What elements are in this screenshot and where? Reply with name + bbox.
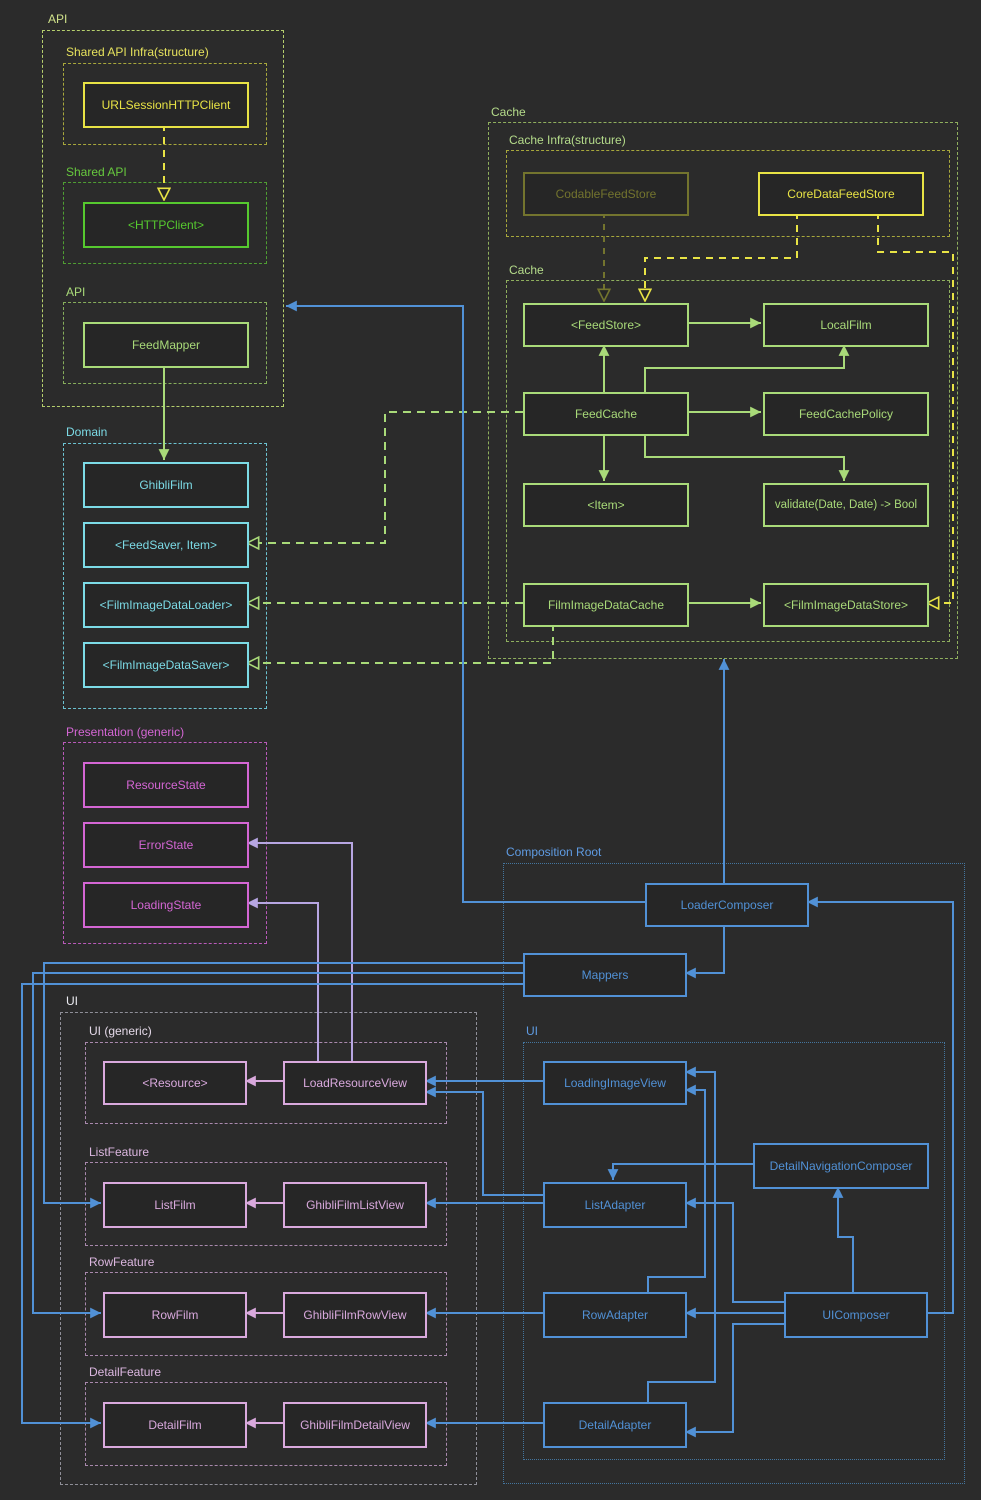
node-detailfilm: DetailFilm [103, 1402, 247, 1448]
edge-detailnavigationcomposer-listadapter [607, 1163, 753, 1180]
group-ui-generic [85, 1042, 447, 1124]
label-api-inner: API [66, 285, 86, 299]
node-localfilm: LocalFilm [763, 303, 929, 347]
node-filmimagedatastore: <FilmImageDataStore> [763, 583, 929, 627]
node-filmimagedatasaver: <FilmImageDataSaver> [83, 642, 249, 688]
group-ui-left [60, 1012, 477, 1485]
edge-mappers-detailfilm [21, 983, 523, 1429]
group-composition-root [503, 863, 965, 1484]
node-loadingimageview: LoadingImageView [543, 1061, 687, 1105]
node-httpclient: <HTTPClient> [83, 202, 249, 248]
node-resourcestate: ResourceState [83, 762, 249, 808]
edge-feedcache-feedsaver [247, 411, 523, 543]
label-domain: Domain [66, 425, 108, 439]
node-mappers: Mappers [523, 953, 687, 997]
label-shared-api: Shared API [66, 165, 127, 179]
edge-mappers-listfilm [43, 962, 523, 1209]
edge-filmimagedatacache-filmimagedatasaver [247, 623, 554, 663]
group-cache-inner [506, 280, 950, 642]
label-cache-inner: Cache [509, 263, 544, 277]
node-ghiblifilmrowview: GhibliFilmRowView [283, 1292, 427, 1338]
node-detailadapter: DetailAdapter [543, 1402, 687, 1448]
label-row-feature: RowFeature [89, 1255, 155, 1269]
node-item: <Item> [523, 483, 689, 527]
node-feedcache: FeedCache [523, 392, 689, 436]
edge-listadapter-loadresourceview [425, 1086, 543, 1196]
edge-mappers-rowfilm [32, 972, 523, 1319]
node-codablefeedstore: CodableFeedStore [523, 172, 689, 216]
node-feedcachepolicy: FeedCachePolicy [763, 392, 929, 436]
label-ui-right: UI [526, 1024, 538, 1038]
node-ghiblifilmlistview: GhibliFilmListView [283, 1182, 427, 1228]
label-shared-api-infra: Shared API Infra(structure) [66, 45, 209, 59]
edge-loadresourceview-errorstate [247, 837, 353, 1061]
label-composition-root: Composition Root [506, 845, 602, 859]
node-loadercomposer: LoaderComposer [645, 883, 809, 927]
group-ui-right [523, 1042, 945, 1460]
label-list-feature: ListFeature [89, 1145, 150, 1159]
label-api-outer: API [48, 12, 68, 26]
edge-loadercomposer-mappers [685, 923, 725, 979]
group-cache-outer [488, 122, 958, 659]
node-coredatafeedstore: CoreDataFeedStore [758, 172, 924, 216]
node-feedstore: <FeedStore> [523, 303, 689, 347]
edge-uicomposer-detailnavigationcomposer [832, 1187, 854, 1292]
edge-rowadapter-loadingimageview [647, 1084, 706, 1292]
label-ui-generic: UI (generic) [89, 1024, 152, 1038]
edge-loadercomposer-api [286, 300, 645, 903]
node-loadresourceview: LoadResourceView [283, 1061, 427, 1105]
node-urlsessionhttpclient: URLSessionHTTPClient [83, 82, 249, 128]
node-feedsaver: <FeedSaver, Item> [83, 522, 249, 568]
group-cache-infra [506, 150, 950, 237]
edge-feedcache-validate [644, 432, 850, 481]
label-cache-infra: Cache Infra(structure) [509, 133, 626, 147]
node-feedmapper: FeedMapper [83, 322, 249, 368]
edge-coredatafeedstore-feedstore [645, 212, 798, 301]
edge-uicomposer-detailadapter [685, 1323, 784, 1438]
node-errorstate: ErrorState [83, 822, 249, 868]
edge-detailadapter-loadingimageview [647, 1066, 716, 1402]
label-ui-left: UI [66, 994, 78, 1008]
node-filmimagedatacache: FilmImageDataCache [523, 583, 689, 627]
node-loadingstate: LoadingState [83, 882, 249, 928]
label-cache-outer: Cache [491, 105, 526, 119]
node-filmimagedataloader: <FilmImageDataLoader> [83, 582, 249, 628]
edge-uicomposer-loadercomposer [807, 896, 954, 1314]
node-listfilm: ListFilm [103, 1182, 247, 1228]
node-detailnavigationcomposer: DetailNavigationComposer [753, 1143, 929, 1189]
edge-uicomposer-listadapter [685, 1197, 784, 1303]
edge-loadresourceview-loadingstate [247, 897, 319, 1061]
node-uicomposer: UIComposer [784, 1292, 928, 1338]
node-validate: validate(Date, Date) -> Bool [763, 483, 929, 527]
node-ghiblifilm: GhibliFilm [83, 462, 249, 508]
node-rowadapter: RowAdapter [543, 1292, 687, 1338]
node-ghiblifilmdetailview: GhibliFilmDetailView [283, 1402, 427, 1448]
node-listadapter: ListAdapter [543, 1182, 687, 1228]
edge-coredatafeedstore-filmimagedatastore [877, 212, 954, 603]
node-rowfilm: RowFilm [103, 1292, 247, 1338]
label-presentation: Presentation (generic) [66, 725, 185, 739]
group-shared-api-infra [63, 63, 267, 145]
edge-feedcache-localfilm [644, 345, 850, 392]
node-resource: <Resource> [103, 1061, 247, 1105]
label-detail-feature: DetailFeature [89, 1365, 162, 1379]
